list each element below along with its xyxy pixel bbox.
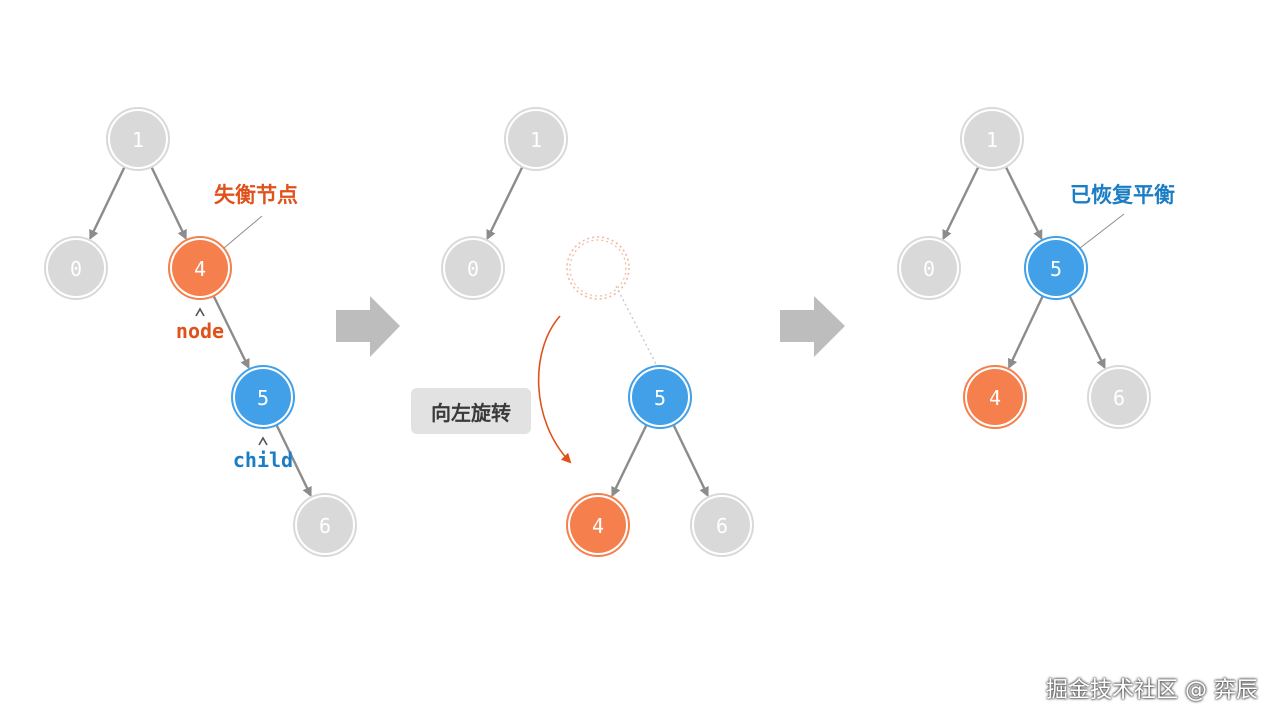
tree-node-label: 6 [1113,386,1125,410]
tree-node-label: 0 [923,257,935,281]
tree-node-1: 1 [504,107,568,171]
node-pointer-label: node [176,319,224,343]
tree-node-0: 0 [441,236,505,300]
transition-arrow-1 [336,296,400,357]
tree-node-label: 1 [530,128,542,152]
tree-node-label: 0 [70,257,82,281]
panel-rotating: 1 0 4 5 4 6 [441,107,754,557]
tree-node-4: 4 [963,365,1027,429]
tree-node-6: 6 [293,493,357,557]
edge-5-to-6 [672,424,709,498]
tree-node-label: 5 [654,386,666,410]
unbalanced-label: 失衡节点 [214,183,298,207]
tree-node-label: 1 [986,128,998,152]
tree-node-label: 6 [716,514,728,538]
panel-before: 1 0 4 5 6 [44,107,357,557]
tree-node-label: 5 [257,386,269,410]
ghost-link-line [615,285,657,365]
edge-1-to-0 [486,166,524,241]
tree-node-4: 4 [168,236,232,300]
edge-4-to-5 [212,295,250,370]
tree-node-6: 6 [690,493,754,557]
edge-5-to-4 [611,424,648,498]
tree-node-1: 1 [960,107,1024,171]
tree-node-label: 4 [194,257,206,281]
tree-node-0: 0 [897,236,961,300]
unbalanced-leader-line [223,215,263,249]
edge-5-to-6 [1068,295,1106,370]
tree-node-label: 5 [1050,257,1062,281]
rebalanced-label: 已恢复平衡 [1070,183,1175,207]
tree-node-0: 0 [44,236,108,300]
child-pointer-label: child [233,448,293,472]
edge-5-to-6 [275,424,312,498]
tree-node-1: 1 [106,107,170,171]
tree-node-label: 0 [467,257,479,281]
tree-node-label: 6 [319,514,331,538]
rotate-left-label: 向左旋转 [411,388,531,434]
node-pointer-caret [195,307,205,317]
tree-node-label: 4 [592,514,604,538]
tree-node-4ghost: 4 [566,236,630,300]
tree-node-5: 5 [628,365,692,429]
tree-node-6: 6 [1087,365,1151,429]
edge-1-to-0 [942,166,980,241]
tree-node-5: 5 [231,365,295,429]
child-pointer-caret [258,436,268,446]
edge-5-to-4 [1008,295,1044,369]
edge-1-to-5 [1004,166,1043,241]
tree-node-4: 4 [566,493,630,557]
panel-after: 1 0 5 4 6 [897,107,1151,429]
edge-1-to-0 [89,166,126,241]
tree-node-label: 1 [132,128,144,152]
tree-node-label: 4 [592,257,604,281]
tree-node-5: 5 [1024,236,1088,300]
transition-arrow-2 [780,296,845,357]
tree-node-label: 4 [989,386,1001,410]
watermark: 掘金技术社区 @ 弈辰 [1046,678,1258,703]
rotation-curve-arrow [537,315,572,464]
rebalanced-leader-line [1079,213,1125,249]
edge-1-to-4 [150,166,187,241]
